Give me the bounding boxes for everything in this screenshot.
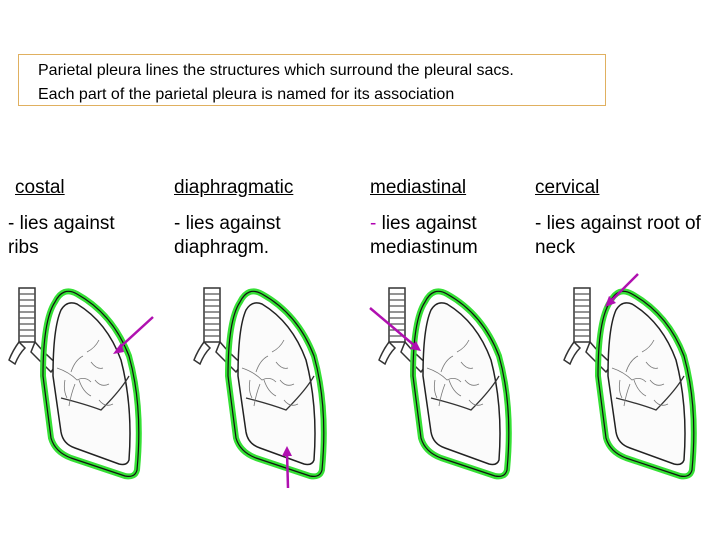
- desc-text: lies against root of neck: [535, 213, 701, 258]
- trachea: [378, 287, 429, 374]
- lung-outline: [237, 302, 316, 466]
- trachea: [8, 287, 59, 374]
- intro-line-2: Each part of the parietal pleura is name…: [38, 86, 455, 103]
- arrow-costal: [116, 316, 154, 351]
- lung-diagram-diaphragmatic: [193, 287, 327, 489]
- bronchial-tree: [426, 339, 484, 407]
- arrow-diaphragmatic: [285, 451, 290, 489]
- heading-cervical: cervical: [535, 177, 600, 198]
- lung-fissure: [430, 375, 500, 411]
- trachea: [193, 287, 244, 374]
- lung-fissure: [245, 375, 315, 411]
- lung-outline: [607, 302, 686, 466]
- trachea: [563, 287, 614, 374]
- lung-diagram-cervical: [563, 273, 697, 480]
- heading-mediastinal: mediastinal: [370, 177, 467, 198]
- arrowhead-mediastinal: [410, 341, 421, 351]
- lung-fissure: [60, 375, 130, 411]
- desc-costal: - lies against ribs: [8, 212, 138, 260]
- desc-dash: -: [8, 213, 20, 234]
- arrow-cervical: [609, 273, 639, 303]
- desc-text: lies against mediastinum: [370, 213, 478, 258]
- desc-dash: -: [535, 213, 547, 234]
- heading-diaphragmatic: diaphragmatic: [174, 177, 294, 198]
- heading-costal: costal: [15, 177, 65, 198]
- desc-mediastinal: - lies against mediastinum: [370, 212, 520, 260]
- desc-dash: -: [174, 213, 186, 234]
- desc-cervical: - lies against root of neck: [535, 212, 710, 260]
- desc-dash: -: [370, 213, 382, 234]
- lung-panel-costal: [5, 280, 165, 490]
- lung-diagram-costal: [8, 287, 154, 480]
- lung-panel-diaphragmatic: [190, 280, 350, 490]
- arrowhead-cervical: [605, 296, 616, 307]
- intro-line-1: Parietal pleura lines the structures whi…: [38, 62, 514, 79]
- lung-fissure: [615, 375, 685, 411]
- arrowhead-diaphragmatic: [282, 446, 292, 456]
- lung-outline: [52, 302, 131, 466]
- lung-diagram-mediastinal: [369, 287, 512, 480]
- bronchial-tree: [56, 339, 114, 407]
- lung-panel-mediastinal: [369, 280, 535, 490]
- intro-box: Parietal pleura lines the structures whi…: [18, 54, 606, 106]
- desc-text: lies against diaphragm.: [174, 213, 281, 258]
- arrowhead-costal: [113, 343, 124, 354]
- bronchial-tree: [611, 339, 669, 407]
- desc-text: lies against ribs: [8, 213, 115, 258]
- desc-diaphragmatic: - lies against diaphragm.: [174, 212, 324, 260]
- lung-outline: [422, 302, 501, 466]
- lung-panel-cervical: [560, 273, 720, 490]
- bronchial-tree: [241, 339, 299, 407]
- arrow-mediastinal: [369, 307, 416, 347]
